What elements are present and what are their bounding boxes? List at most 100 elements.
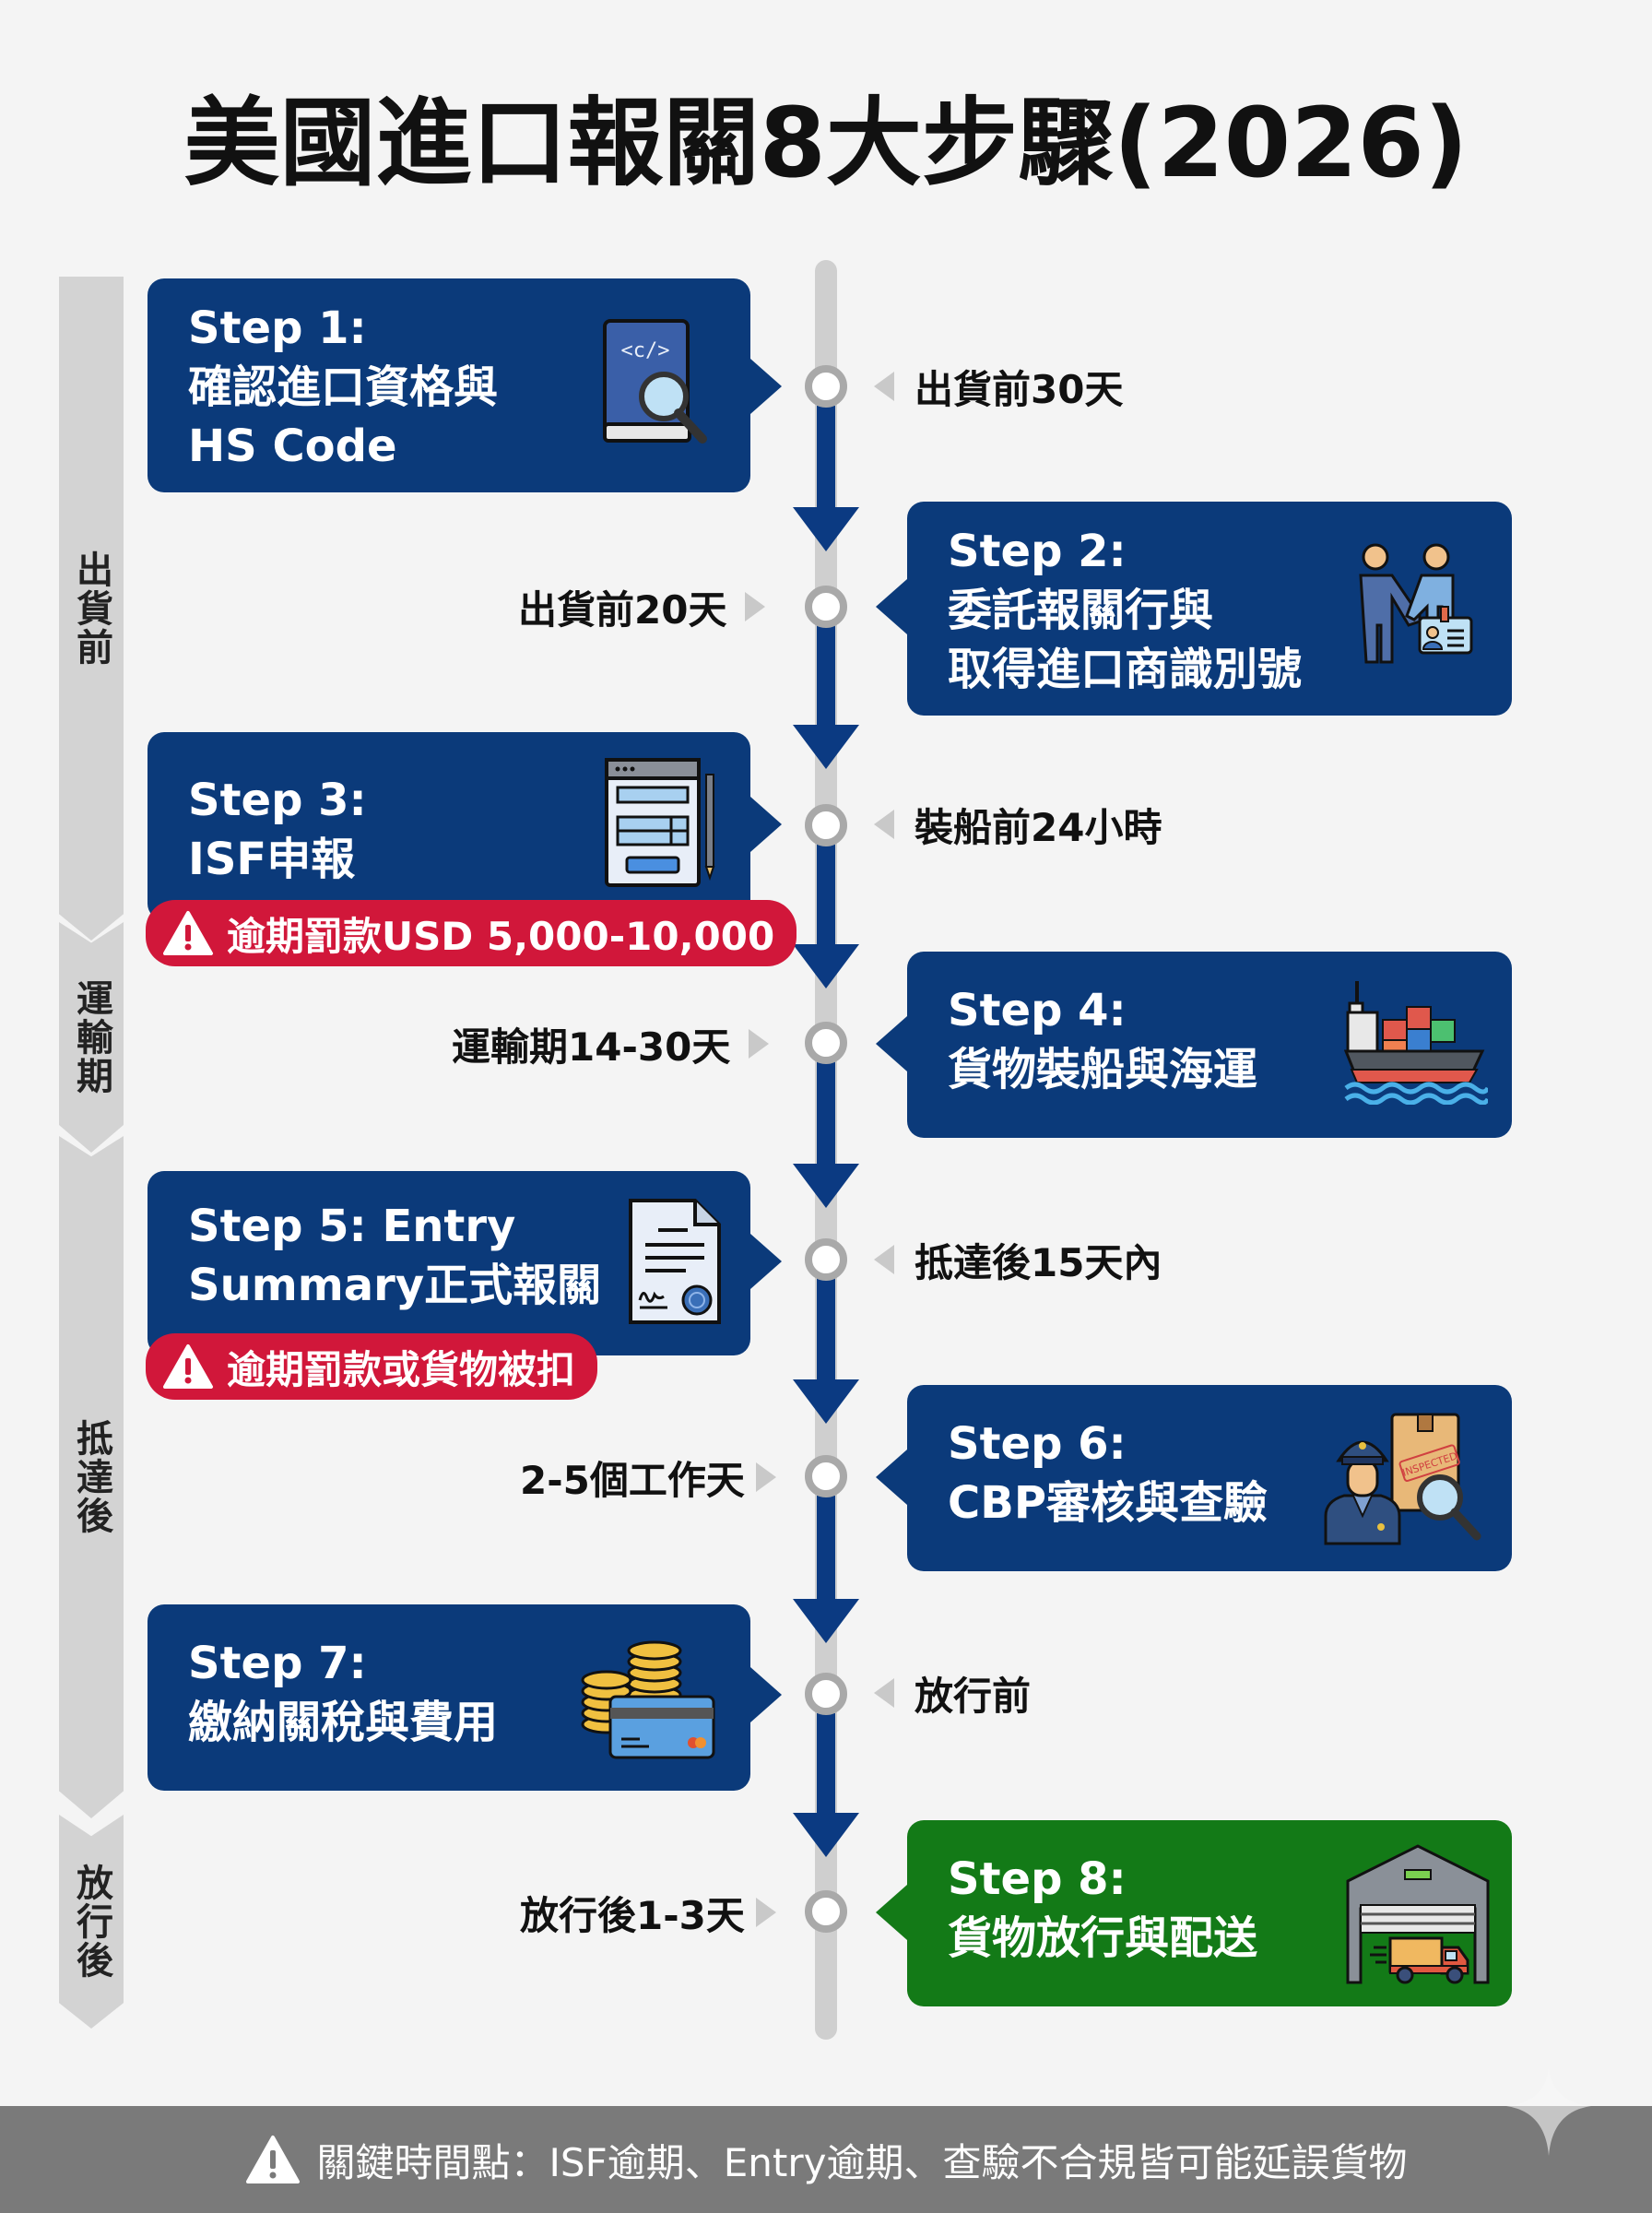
card-pointer [876, 1885, 907, 1940]
timeline-node [805, 1673, 847, 1715]
card-pointer [876, 579, 907, 634]
warning-icon [245, 2136, 300, 2183]
step-card-3: Step 3: ISF申報 [148, 732, 750, 920]
step-number: Step 7: [188, 1638, 367, 1689]
container-ship-icon [1344, 981, 1488, 1105]
step-card-5: Step 5: Entry Summary正式報關 [148, 1171, 750, 1355]
card-pointer [750, 1667, 782, 1722]
footer-text: 關鍵時間點：ISF逾期、Entry逾期、查驗不合規皆可能延誤貨物 [316, 2139, 1408, 2185]
handshake-id-card-icon [1359, 543, 1473, 664]
timing-label: 裝船前24小時 [874, 797, 1162, 852]
card-pointer [876, 1450, 907, 1505]
phase-pre-shipment: 出貨前 [59, 277, 124, 941]
coins-credit-card-icon [581, 1640, 715, 1759]
step-card-6: Step 6: CBP審核與查驗 INSPECTED [907, 1385, 1512, 1571]
warning-text: 逾期罰款或貨物被扣 [227, 1346, 576, 1392]
flow-segment [817, 1496, 835, 1606]
flow-arrow-icon [793, 1813, 859, 1857]
step-description: 貨物裝船與海運 [948, 1044, 1258, 1095]
timing-label: 放行後1-3天 [520, 1885, 776, 1940]
step-description: 確認進口資格與 [188, 361, 499, 413]
card-pointer [876, 1016, 907, 1071]
phase-label: 出貨前 [70, 550, 112, 667]
warning-icon [163, 1344, 213, 1389]
timing-label: 出貨前30天 [874, 359, 1123, 414]
pointer-right-icon [745, 592, 766, 621]
sparkle-icon [1506, 2067, 1591, 2156]
timing-label: 運輸期14-30天 [452, 1016, 770, 1071]
flow-segment [817, 1278, 835, 1389]
step-description: ISF申報 [188, 834, 356, 885]
step-card-1: Step 1: 確認進口資格與 HS Code <c/> [148, 278, 750, 492]
step-description: HS Code [188, 420, 397, 472]
step-description: 貨物放行與配送 [948, 1912, 1258, 1964]
warehouse-truck-icon [1346, 1844, 1490, 1984]
step-number: Step 8: [948, 1853, 1127, 1905]
phase-after-arrival: 抵達後 [59, 1136, 124, 1818]
warning-icon [163, 911, 213, 955]
step-number: Step 2: [948, 526, 1127, 577]
timing-text: 放行前 [914, 1673, 1032, 1719]
pointer-left-icon [874, 810, 894, 839]
warning-badge: 逾期罰款USD 5,000-10,000 [146, 900, 797, 966]
step-number: Step 6: [948, 1418, 1127, 1470]
flow-segment [817, 1713, 835, 1824]
pointer-left-icon [874, 1678, 894, 1708]
flow-segment [817, 1060, 835, 1171]
timing-text: 抵達後15天內 [914, 1239, 1162, 1285]
step-number: Step 5: Entry [188, 1201, 516, 1252]
pointer-left-icon [874, 1245, 894, 1274]
warning-badge: 逾期罰款或貨物被扣 [146, 1333, 598, 1400]
book-code-search-icon: <c/> [603, 319, 707, 444]
timeline-node [805, 804, 847, 846]
flow-arrow-icon [793, 725, 859, 769]
pointer-right-icon [755, 1462, 776, 1492]
step-card-8: Step 8: 貨物放行與配送 [907, 1820, 1512, 2006]
step-description: CBP審核與查驗 [948, 1477, 1268, 1529]
timing-label: 出貨前20天 [518, 579, 766, 634]
flow-arrow-icon [793, 944, 859, 988]
step-number: Step 3: [188, 775, 367, 826]
phase-label: 運輸期 [70, 979, 112, 1095]
signed-document-icon [629, 1199, 721, 1324]
pointer-right-icon [755, 1898, 776, 1927]
flow-arrow-icon [793, 507, 859, 551]
warning-text: 逾期罰款USD 5,000-10,000 [227, 913, 775, 959]
phase-label: 抵達後 [70, 1419, 112, 1535]
step-description: 繳納關稅與費用 [188, 1697, 499, 1748]
phase-label: 放行後 [70, 1864, 112, 1980]
timing-label: 放行前 [874, 1665, 1031, 1721]
footer-banner: 關鍵時間點：ISF逾期、Entry逾期、查驗不合規皆可能延誤貨物 [0, 2106, 1652, 2213]
phase-transit: 運輸期 [59, 922, 124, 1153]
timeline-node [805, 586, 847, 628]
timeline-node [805, 1890, 847, 1933]
page-title: 美國進口報關8大步驟(2026) [183, 87, 1469, 199]
svg-text:<c/>: <c/> [621, 339, 670, 362]
step-description: 取得進口商識別號 [948, 644, 1303, 695]
customs-officer-inspected-icon: INSPECTED [1324, 1413, 1481, 1545]
flow-arrow-icon [793, 1379, 859, 1424]
timing-text: 2-5個工作天 [520, 1457, 745, 1503]
pointer-left-icon [874, 372, 894, 401]
flow-arrow-icon [793, 1599, 859, 1643]
card-pointer [750, 359, 782, 414]
flow-segment [817, 844, 835, 954]
step-card-7: Step 7: 繳納關稅與費用 [148, 1604, 750, 1791]
timing-text: 出貨前30天 [914, 366, 1124, 412]
form-pen-icon [605, 758, 715, 887]
step-number: Step 4: [948, 985, 1127, 1036]
step-description: 委託報關行與 [948, 585, 1214, 636]
step-card-4: Step 4: 貨物裝船與海運 [907, 952, 1512, 1138]
timing-text: 放行後1-3天 [520, 1892, 745, 1938]
timeline-node [805, 1238, 847, 1281]
flow-segment [817, 406, 835, 516]
step-card-2: Step 2: 委託報關行與 取得進口商識別號 [907, 502, 1512, 716]
flow-arrow-icon [793, 1164, 859, 1208]
step-number: Step 1: [188, 302, 367, 354]
card-pointer [750, 797, 782, 852]
card-pointer [750, 1234, 782, 1289]
timing-text: 出貨前20天 [518, 586, 727, 633]
step-description: Summary正式報關 [188, 1260, 602, 1311]
timing-text: 裝船前24小時 [914, 804, 1162, 850]
timeline-node [805, 1455, 847, 1497]
